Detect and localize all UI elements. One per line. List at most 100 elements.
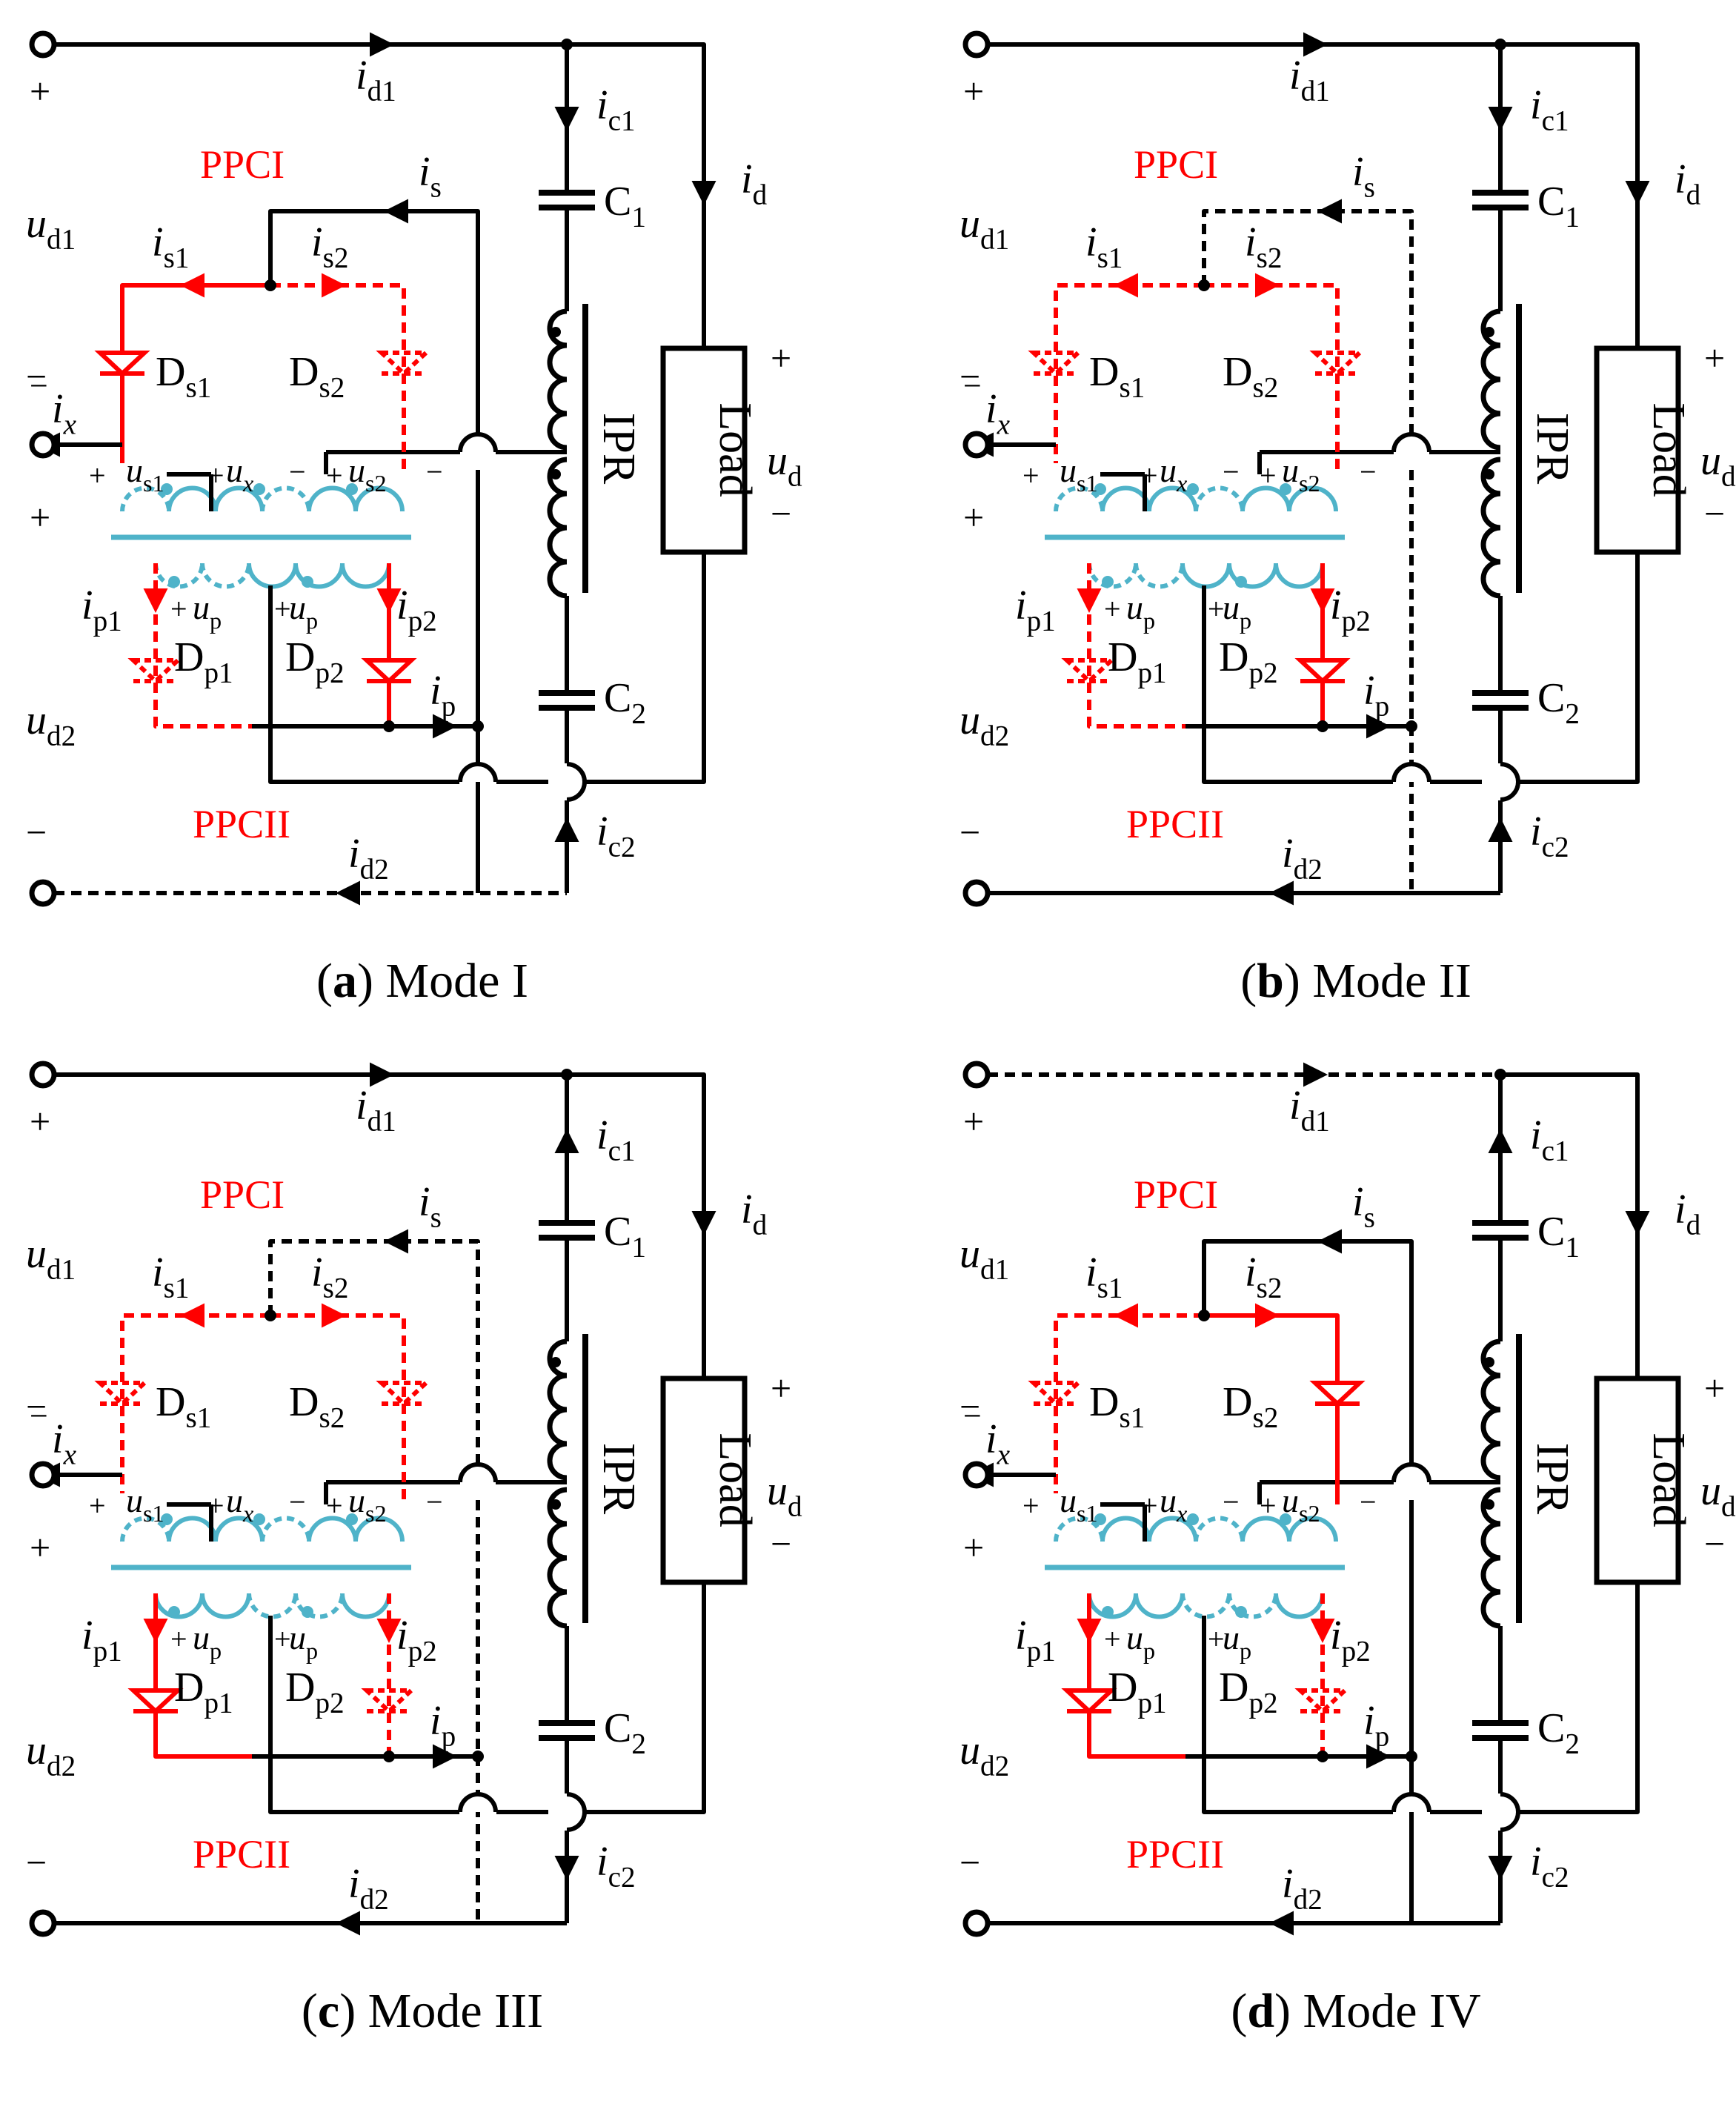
ipr-upper-coil <box>1480 308 1501 451</box>
terminal-top <box>962 30 991 59</box>
label-us1: us1 <box>1060 1481 1098 1527</box>
primary-coils <box>153 563 391 589</box>
label-dp2: Dp2 <box>285 634 345 689</box>
dp1-branch <box>1087 1593 1185 1759</box>
label-ux: ux <box>226 1481 254 1527</box>
ic1-arrow <box>554 107 579 131</box>
ipr-dot-1 <box>1484 327 1494 337</box>
is-arrow <box>384 1229 408 1254</box>
diode-ds2 <box>376 1381 432 1407</box>
minus-ud1: − <box>26 356 47 397</box>
label-c1: C1 <box>604 1209 646 1264</box>
diode-dp1 <box>1061 1688 1117 1715</box>
label-ip2: ip2 <box>396 1613 437 1668</box>
minus-us2: − <box>1360 455 1377 488</box>
label-us2: us2 <box>1282 451 1320 497</box>
node-ip-2 <box>472 1751 484 1762</box>
label-c2: C2 <box>1537 675 1580 730</box>
label-ip2: ip2 <box>1330 583 1371 637</box>
dp1-branch <box>153 563 252 729</box>
ipr-dot-1 <box>551 327 561 337</box>
label-ppc1: PPCI <box>200 142 285 187</box>
label-ip1: ip1 <box>82 583 122 637</box>
diode-dp1 <box>127 1688 184 1715</box>
c2-jump <box>1500 762 1520 802</box>
ipr-upper-coil <box>1480 1338 1501 1481</box>
minus-ud: − <box>1704 1523 1725 1564</box>
plus-us1: + <box>89 459 106 492</box>
minus-us2: − <box>1360 1485 1377 1519</box>
terminal-x <box>962 431 991 459</box>
label-ip1: ip1 <box>1015 1613 1056 1668</box>
capacitor-c2 <box>539 690 595 711</box>
plus-up-1: + <box>170 1622 187 1656</box>
label-ud1: ud1 <box>960 201 1009 256</box>
sec-dot-3 <box>346 1513 358 1525</box>
terminal-x <box>962 1461 991 1489</box>
sec-dot-1 <box>161 1513 173 1525</box>
label-is1: is1 <box>1085 1250 1123 1304</box>
plus-us2: + <box>326 1489 343 1522</box>
panel-d: LoadIPR+ud1−+ud2−PPCIPPCIIid1id2ic1ic2C1… <box>960 1061 1736 2038</box>
id-arrow <box>1625 181 1650 205</box>
label-is: is <box>1352 149 1375 204</box>
label-ic1: ic1 <box>1530 82 1569 137</box>
id2-arrow <box>336 880 360 906</box>
label-us1: us1 <box>126 1481 164 1527</box>
terminal-bottom <box>962 879 991 907</box>
label-ic2: ic2 <box>596 809 636 863</box>
ip-arrow <box>433 1744 457 1769</box>
node-ip-2 <box>472 720 484 732</box>
primary-coils <box>1087 1593 1325 1619</box>
label-ds1: Ds1 <box>156 1379 211 1434</box>
minus-ud2: − <box>26 1842 47 1883</box>
label-id1: id1 <box>1289 53 1330 107</box>
label-is: is <box>419 1179 442 1234</box>
label-ud1: ud1 <box>26 201 76 256</box>
ipr-label: IPR <box>1527 1443 1577 1515</box>
label-c2: C2 <box>1537 1705 1580 1760</box>
minus-ud: − <box>771 493 791 534</box>
plus-us1: + <box>89 1489 106 1522</box>
top-rail-load <box>1500 1072 1640 1378</box>
top-rail-load <box>567 42 706 348</box>
panel-a: LoadIPR+ud1−+ud2−PPCIPPCIIid1id2ic1ic2C1… <box>26 30 802 1008</box>
mid-tap-jump <box>1391 1462 1431 1483</box>
is1-arrow <box>1114 273 1138 298</box>
label-dp1: Dp1 <box>1108 634 1167 689</box>
id2-arrow <box>336 1911 360 1936</box>
primary-coils <box>1087 563 1325 589</box>
label-ud1: ud1 <box>960 1231 1009 1286</box>
minus-us2: − <box>426 455 443 488</box>
plus-up-2: + <box>274 1622 291 1656</box>
label-ux: ux <box>1160 1481 1188 1527</box>
diode-ds1 <box>1028 1381 1084 1407</box>
label-up-2: up <box>1223 1619 1251 1664</box>
ipr-label: IPR <box>593 1443 644 1515</box>
label-ds1: Ds1 <box>1089 1379 1145 1434</box>
label-ix: ix <box>985 1416 1011 1471</box>
plus-up-1: + <box>170 592 187 626</box>
node-is <box>1198 1310 1210 1321</box>
pri-center <box>268 1616 459 1814</box>
plus-ud2: + <box>963 497 984 538</box>
plus-up-1: + <box>1104 592 1121 626</box>
pri-dot-1 <box>1102 1606 1114 1618</box>
label-dp1: Dp1 <box>1108 1665 1167 1719</box>
label-ud2: ud2 <box>26 697 76 752</box>
is2-arrow <box>1255 1303 1280 1328</box>
ic2-arrow <box>554 817 579 842</box>
ipr-dot-2 <box>1484 469 1494 480</box>
label-ip: ip <box>430 1698 456 1753</box>
plus-ud2: + <box>30 497 50 538</box>
terminal-bottom <box>29 1909 57 1937</box>
plus-up-2: + <box>1208 592 1225 626</box>
node-ip-2 <box>1406 1751 1417 1762</box>
ipr-lower-coil <box>547 457 568 599</box>
pri-center-jump <box>458 1792 498 1813</box>
caption-c: (c) Mode III <box>302 1984 543 2038</box>
id-arrow <box>691 181 716 205</box>
plus-us2: + <box>1260 459 1277 492</box>
sec-dot-3 <box>346 483 358 495</box>
ds1-branch <box>120 283 270 463</box>
